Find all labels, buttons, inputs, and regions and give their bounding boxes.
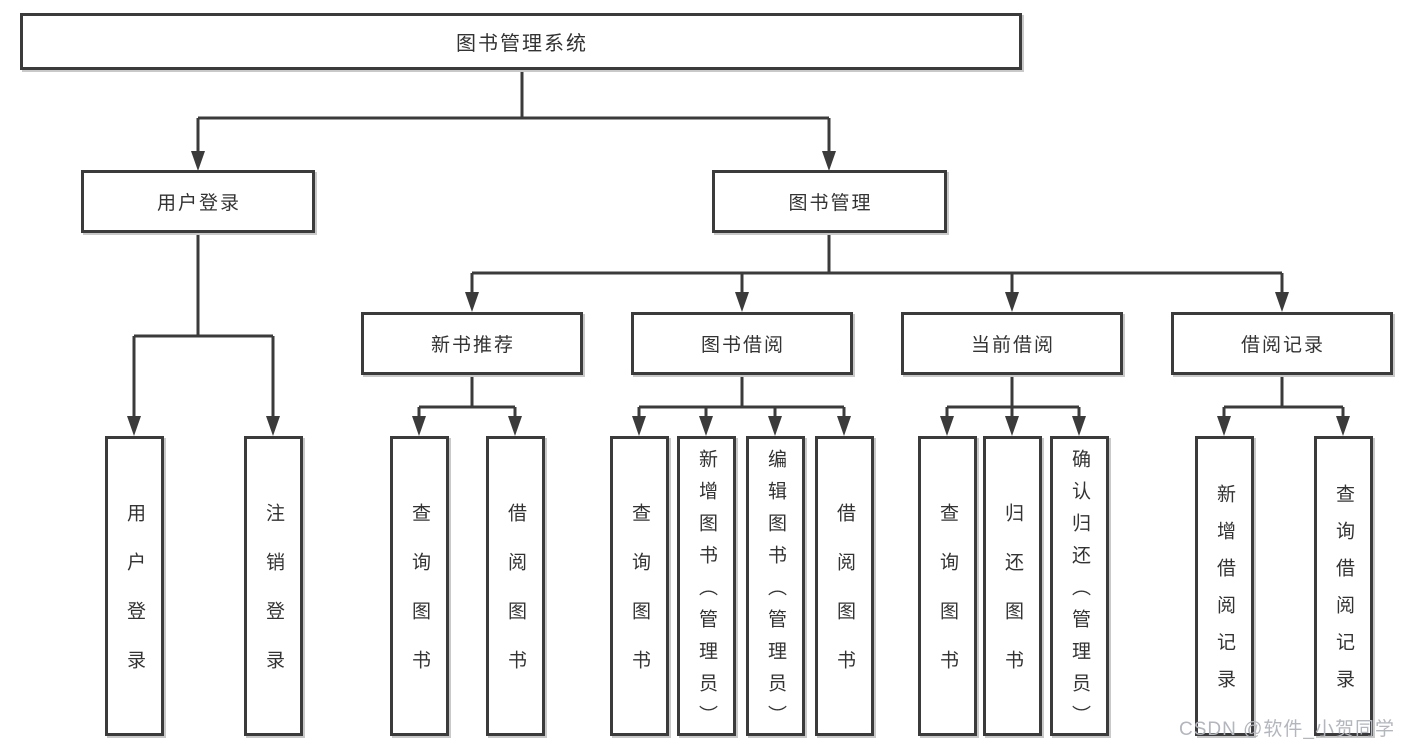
- node-borrowing-records: 借阅记录: [1171, 312, 1393, 375]
- node-label: 查询图书: [937, 503, 958, 699]
- node-label: 图书借阅: [700, 335, 785, 356]
- node-new-book-recommend: 新书推荐: [361, 312, 583, 375]
- node-label: 借阅记录: [1240, 335, 1325, 356]
- leaf-borrowing-query-book: 查询图书: [610, 436, 669, 736]
- node-label: 借阅图书: [834, 503, 855, 699]
- node-label: 归还图书: [1002, 503, 1023, 699]
- node-label: 确认归还（管理员）: [1069, 448, 1090, 737]
- node-label: 新增图书（管理员）: [696, 448, 717, 737]
- node-label: 用户登录: [156, 193, 241, 214]
- leaf-logout: 注销登录: [244, 436, 303, 736]
- csdn-watermark: CSDN @软件_小贺同学: [1179, 719, 1395, 740]
- leaf-newbook-borrow-book: 借阅图书: [486, 436, 545, 736]
- node-label: 借阅图书: [505, 503, 526, 699]
- node-label: 图书管理: [788, 193, 873, 214]
- node-current-borrowing: 当前借阅: [901, 312, 1123, 375]
- node-user-login: 用户登录: [81, 170, 315, 233]
- node-label: 新书推荐: [430, 335, 515, 356]
- node-label: 注销登录: [263, 503, 284, 699]
- node-book-management: 图书管理: [712, 170, 947, 233]
- leaf-user-login: 用户登录: [105, 436, 164, 736]
- leaf-edit-book-admin: 编辑图书（管理员）: [746, 436, 805, 737]
- arrowhead-icons: [127, 151, 1350, 436]
- node-label: 查询图书: [629, 503, 650, 699]
- node-book-borrowing: 图书借阅: [631, 312, 853, 375]
- node-label: 查询图书: [409, 503, 430, 699]
- node-label: 用户登录: [124, 503, 145, 699]
- leaf-confirm-return-admin: 确认归还（管理员）: [1050, 436, 1109, 737]
- leaf-query-borrow-record: 查询借阅记录: [1314, 436, 1373, 736]
- leaf-borrowing-borrow-book: 借阅图书: [815, 436, 874, 736]
- leaf-add-book-admin: 新增图书（管理员）: [677, 436, 736, 737]
- leaf-current-query-book: 查询图书: [918, 436, 977, 736]
- node-label: 当前借阅: [970, 335, 1055, 356]
- leaf-newbook-query-book: 查询图书: [390, 436, 449, 736]
- node-book-management-system: 图书管理系统: [20, 13, 1022, 70]
- leaf-add-borrow-record: 新增借阅记录: [1195, 436, 1254, 736]
- node-label: 新增借阅记录: [1214, 484, 1235, 706]
- leaf-return-book: 归还图书: [983, 436, 1042, 736]
- node-label: 查询借阅记录: [1333, 484, 1354, 706]
- node-label: 编辑图书（管理员）: [765, 448, 786, 737]
- node-label: 图书管理系统: [456, 33, 588, 55]
